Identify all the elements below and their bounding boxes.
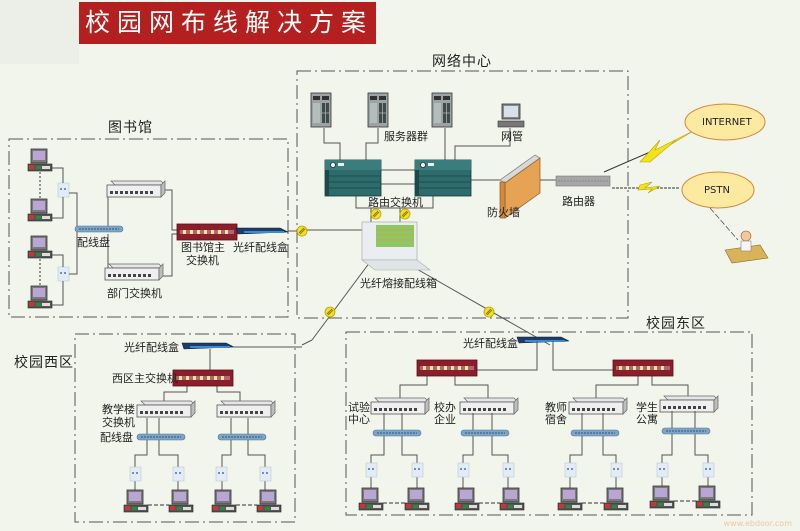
label-library-main-switch-1: 图书馆主 — [181, 241, 225, 254]
pstn-cloud-icon — [681, 171, 755, 209]
label-east-fiber-box: 光纤配线盒 — [463, 337, 518, 350]
east-patch-panel-4-icon — [661, 427, 711, 435]
east-main-switch-1-icon — [416, 359, 478, 377]
label-school-enterprise-2: 企业 — [434, 413, 456, 426]
pstn-link — [612, 181, 680, 194]
label-firewall: 防火墙 — [487, 206, 520, 219]
zone-network-center-border — [296, 70, 629, 319]
zone-label-east-campus: 校园东区 — [646, 316, 706, 332]
label-library-dept-switch: 部门交换机 — [107, 287, 162, 300]
firewall-icon — [499, 154, 541, 219]
title-backdrop — [0, 0, 79, 64]
phone-user-icon — [724, 230, 769, 264]
east-lab-switch-icon — [370, 397, 430, 415]
zone-library-border — [8, 138, 289, 318]
label-library-patch-panel: 配线盘 — [77, 236, 110, 249]
label-route-switch: 路由交换机 — [368, 196, 423, 209]
east-patch-panel-1-icon — [372, 429, 422, 437]
core-switch-1 — [324, 159, 382, 197]
label-router: 路由器 — [562, 195, 595, 208]
west-pcs — [123, 489, 282, 513]
zone-label-west-campus: 校园西区 — [14, 355, 74, 371]
label-teacher-dorm-1: 教师 — [545, 401, 567, 414]
fiber-splice-box-icon — [361, 221, 431, 271]
label-pstn: PSTN — [704, 185, 730, 196]
server-group — [310, 92, 453, 128]
east-main-switch-2-icon — [612, 359, 674, 377]
label-server-group: 服务器群 — [384, 130, 428, 143]
label-school-enterprise-1: 校办 — [434, 401, 456, 414]
east-fiber-box-icon — [516, 336, 570, 344]
west-wallplates — [129, 466, 272, 482]
zone-label-network-center: 网络中心 — [432, 54, 492, 70]
label-lab-center-1: 试验 — [348, 401, 370, 414]
label-net-mgmt: 网管 — [501, 130, 523, 143]
east-teacher-switch-icon — [568, 397, 628, 415]
label-library-main-switch-2: 交换机 — [186, 254, 219, 267]
label-fiber-splice-box: 光纤熔接配线箱 — [360, 277, 437, 290]
internet-cloud-icon — [684, 103, 766, 141]
library-dept-switch-icon — [104, 263, 164, 281]
east-patch-panel-2-icon — [460, 429, 510, 437]
east-enterprise-switch-icon — [459, 397, 519, 415]
zone-east-border — [345, 331, 753, 516]
west-switch-2-icon — [216, 400, 276, 418]
zone-label-library: 图书馆 — [108, 120, 153, 136]
internet-link — [603, 129, 696, 173]
west-teaching-switch-icon — [136, 400, 196, 418]
west-fiber-box-icon — [181, 342, 235, 350]
library-switch-1-icon — [106, 180, 166, 198]
label-teacher-dorm-2: 宿舍 — [545, 413, 567, 426]
page-title: 校园网布线解决方案 — [79, 2, 376, 44]
library-wallplate-1 — [57, 182, 70, 198]
label-internet: INTERNET — [702, 117, 752, 128]
west-patch-panel-1-icon — [136, 433, 186, 441]
library-patch-panel-icon — [74, 225, 124, 233]
library-fiber-box-icon — [235, 227, 289, 235]
label-student-apartment-2: 公寓 — [636, 413, 658, 426]
watermark: www.ebdoor.com — [723, 519, 793, 528]
east-wallplates — [365, 462, 715, 478]
label-library-fiber-box: 光纤配线盒 — [233, 241, 288, 254]
east-pcs — [358, 485, 721, 511]
label-west-patch-panel: 配线盘 — [100, 431, 133, 444]
label-lab-center-2: 中心 — [348, 413, 370, 426]
west-main-switch-icon — [172, 369, 234, 387]
label-west-main-switch: 西区主交换机 — [112, 372, 178, 385]
router-icon — [555, 175, 611, 187]
label-teaching-switch-1: 教学楼 — [102, 403, 135, 416]
east-patch-panel-3-icon — [570, 429, 620, 437]
zone-west-border — [74, 333, 296, 523]
west-patch-panel-2-icon — [217, 433, 267, 441]
net-mgmt-pc-icon — [497, 103, 525, 128]
east-student-switch-icon — [659, 395, 719, 413]
label-student-apartment-1: 学生 — [636, 401, 658, 414]
library-main-switch-icon — [176, 223, 238, 241]
core-switch-2 — [414, 159, 472, 197]
label-teaching-switch-2: 交换机 — [102, 416, 135, 429]
label-west-fiber-box: 光纤配线盒 — [124, 341, 179, 354]
library-wallplate-2 — [57, 266, 70, 282]
